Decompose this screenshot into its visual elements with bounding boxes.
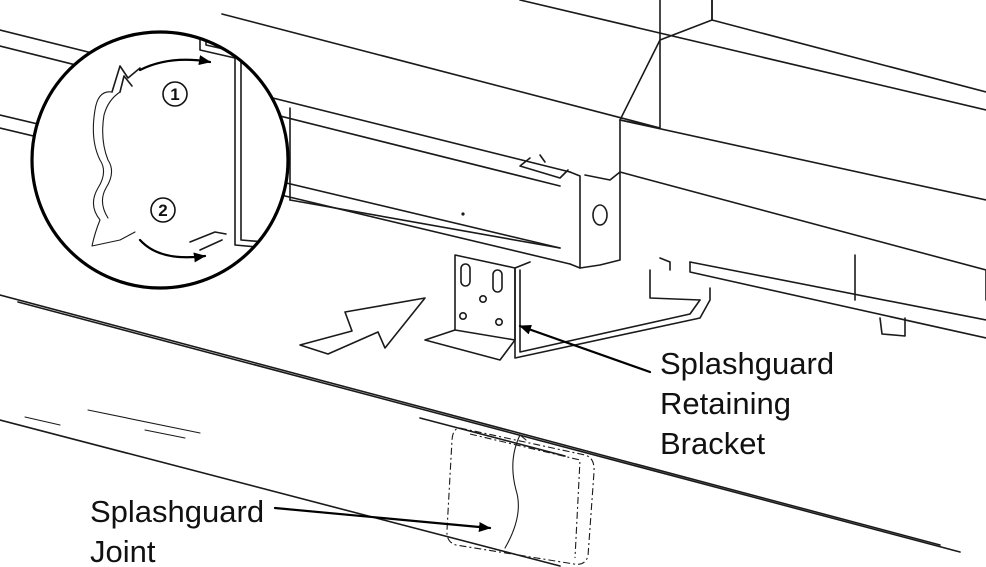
bracket-callout-arrow xyxy=(518,324,652,374)
joint-label-line1: Splashguard xyxy=(90,494,264,529)
bracket-label-line1: Splashguard xyxy=(660,346,834,381)
machine-body xyxy=(221,0,986,339)
bracket-label-line2: Retaining xyxy=(660,386,791,421)
bracket-label-line3: Bracket xyxy=(660,426,765,461)
joint-callout-arrow xyxy=(273,506,492,532)
step-2-badge xyxy=(150,197,176,223)
step-1-number: 1 xyxy=(170,85,179,104)
detail-inset-border xyxy=(30,30,290,290)
detail-inset: 1 2 xyxy=(30,30,290,290)
floor-lines xyxy=(0,294,961,567)
callout-arrows xyxy=(273,324,652,532)
rivet-dot xyxy=(461,212,465,216)
step-1-badge xyxy=(162,81,188,107)
splashguard-joint-outline xyxy=(446,427,595,565)
joint-label-line2: Joint xyxy=(90,534,156,567)
step-2-number: 2 xyxy=(158,201,167,220)
push-direction-arrow xyxy=(299,297,426,355)
retaining-bracket xyxy=(424,254,711,361)
